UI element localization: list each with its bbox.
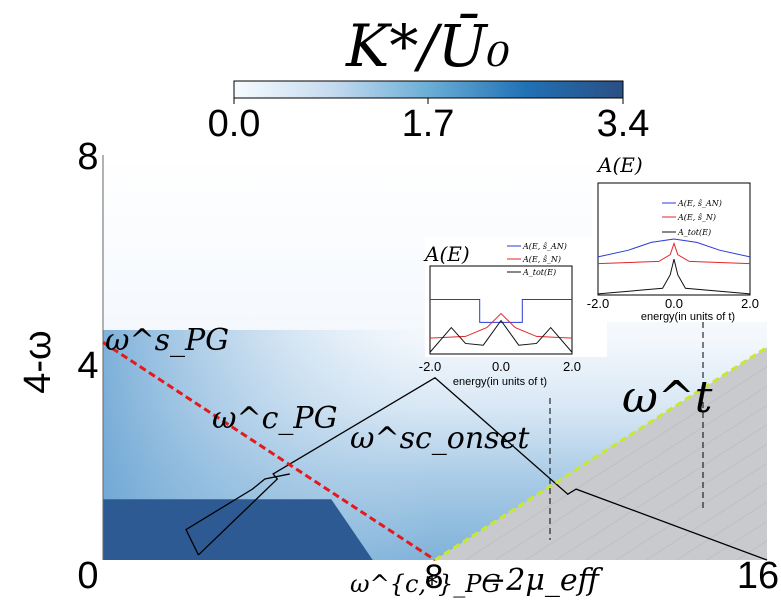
inset-1-legend: A(E, ŝ_AN) A(E, ŝ_N) A_tot(E) [507, 242, 567, 277]
inset-2-legend-n: A(E, ŝ_N) [677, 213, 716, 222]
inset-2-xtick-1: 0.0 [665, 296, 683, 311]
inset-series-line [429, 319, 573, 353]
contour-lines [465, 366, 767, 560]
saturated-region [103, 499, 373, 560]
pg-dashed-line [102, 341, 436, 562]
contour-line [736, 540, 767, 560]
contour-line [495, 385, 767, 560]
inset-series-line [597, 238, 751, 258]
inset-2: A(E) A(E, ŝ_AN) A(E, ŝ_N) A_tot(E) -2.0 … [587, 150, 770, 323]
x-tick-label-16: 16 [737, 555, 779, 597]
normal-region [435, 347, 767, 560]
inset-2-xlabel: energy(in units of t) [641, 311, 735, 323]
inset-1-xtick-2: 2.0 [563, 359, 581, 374]
inset-1-axes [429, 265, 573, 355]
y-axis-label: 4-ω [17, 330, 59, 393]
contour-line [646, 482, 767, 560]
inset-1-xlabel: energy(in units of t) [453, 376, 547, 388]
inset-series-line [597, 241, 751, 265]
contour-line [706, 521, 767, 560]
contour-line [465, 366, 767, 560]
inset-1-title: A(E) [423, 242, 470, 266]
inset-1-xtick-1: 0.0 [492, 359, 510, 374]
inset-1-legend-n: A(E, ŝ_N) [522, 255, 561, 264]
contour-line [615, 463, 767, 560]
colorbar-tick-label-0: 0.0 [208, 103, 261, 145]
label-omega-pg-c: ω^c_PG [212, 401, 338, 436]
y-tick-label-4: 4 [77, 345, 98, 387]
inset-2-title: A(E) [596, 153, 643, 177]
contour-line [676, 501, 767, 560]
label-omega-t: ω^t [622, 372, 713, 423]
label-omega-onset: ω^sc_onset [350, 421, 530, 456]
contour-line [585, 443, 767, 560]
label-omega-pg-s: ω^s_PG [105, 323, 229, 358]
x-axis-label: −2μ_eff [481, 563, 603, 598]
inset-2-legend: A(E, ŝ_AN) A(E, ŝ_N) A_tot(E) [662, 199, 722, 237]
colorbar: K*/Ū₀ 0.0 1.7 3.4 [208, 12, 650, 145]
y-tick-label-8: 8 [77, 136, 98, 178]
contour-line [525, 405, 767, 560]
colorbar-tick-label-2: 3.4 [597, 103, 650, 145]
x-tick-label-8: 8 [425, 558, 444, 596]
colorbar-gradient [233, 80, 624, 99]
inset-1-legend-an: A(E, ŝ_AN) [522, 242, 567, 251]
inset-series-line [430, 298, 572, 323]
pgc-region-edge-line [185, 473, 290, 556]
inset-series-line [597, 259, 751, 295]
inset-2-xtick-0: -2.0 [587, 296, 609, 311]
onset-boundary-line [197, 376, 768, 561]
inset-1-xtick-0: -2.0 [419, 359, 441, 374]
label-omega-pg-cstar: ω^{c,*}_PG [350, 570, 501, 598]
contour-line [555, 424, 767, 560]
inset-2-legend-an: A(E, ŝ_AN) [677, 199, 722, 208]
inset-series-line [429, 312, 573, 339]
inset-1-series [429, 298, 573, 353]
colorbar-tick-label-1: 1.7 [402, 103, 455, 145]
inset-2-xtick-2: 2.0 [741, 296, 759, 311]
inset-1: A(E) A(E, ŝ_AN) A(E, ŝ_N) A_tot(E) -2.0 … [419, 237, 607, 388]
inset-2-series [597, 238, 751, 295]
x-tick-label-0: 0 [77, 555, 98, 597]
inset-2-legend-tot: A_tot(E) [677, 228, 711, 237]
colorbar-title: K*/Ū₀ [345, 12, 510, 80]
inset-1-legend-tot: A_tot(E) [522, 268, 556, 277]
